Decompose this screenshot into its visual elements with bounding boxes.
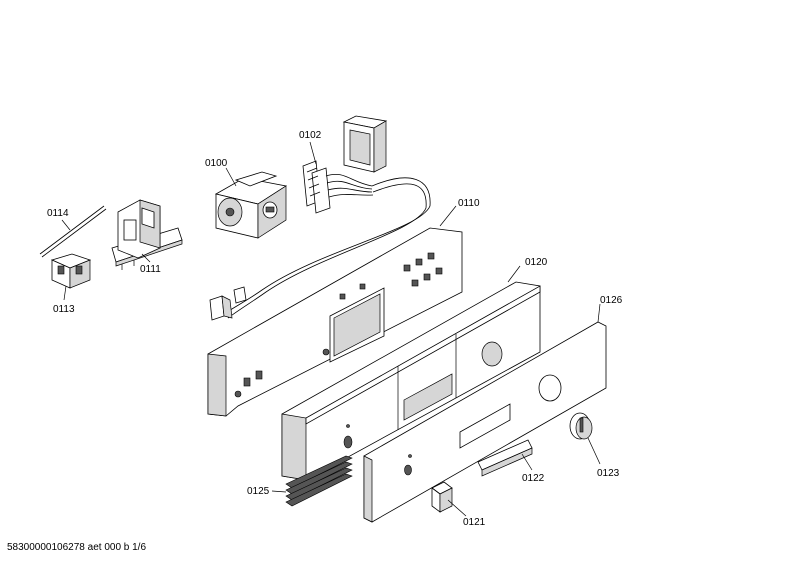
label-0120: 0120 xyxy=(525,257,548,268)
wire-harness xyxy=(223,177,431,319)
label-0122: 0122 xyxy=(522,473,545,484)
part-0120-control-panel xyxy=(281,281,541,481)
part-0110-frame xyxy=(207,227,463,417)
label-0125: 0125 xyxy=(247,486,270,497)
leader-lines xyxy=(61,141,601,517)
part-0113-switch xyxy=(50,253,92,289)
part-0126-fascia xyxy=(363,321,607,523)
part-0114-rod xyxy=(39,205,107,258)
part-0125-strips xyxy=(285,455,353,507)
label-0113: 0113 xyxy=(53,304,75,315)
part-0102-connectors xyxy=(302,160,374,214)
label-0123: 0123 xyxy=(597,468,620,479)
label-0102: 0102 xyxy=(299,130,322,141)
part-0122-button-strip xyxy=(477,439,533,477)
label-0114: 0114 xyxy=(47,208,69,219)
document-footer: 58300000106278 aet 000 b 1/6 xyxy=(7,542,147,553)
label-0111: 0111 xyxy=(140,264,161,275)
part-0123-knob xyxy=(569,412,593,440)
part-0102-bracket xyxy=(342,115,388,173)
part-0100-timer xyxy=(214,171,288,239)
label-0100: 0100 xyxy=(205,158,228,169)
label-0110: 0110 xyxy=(458,198,480,209)
harness-plug xyxy=(209,286,247,321)
label-0121: 0121 xyxy=(463,517,486,528)
part-0111-holder xyxy=(111,199,183,270)
part-0121-button xyxy=(431,481,453,513)
label-0126: 0126 xyxy=(600,295,623,306)
